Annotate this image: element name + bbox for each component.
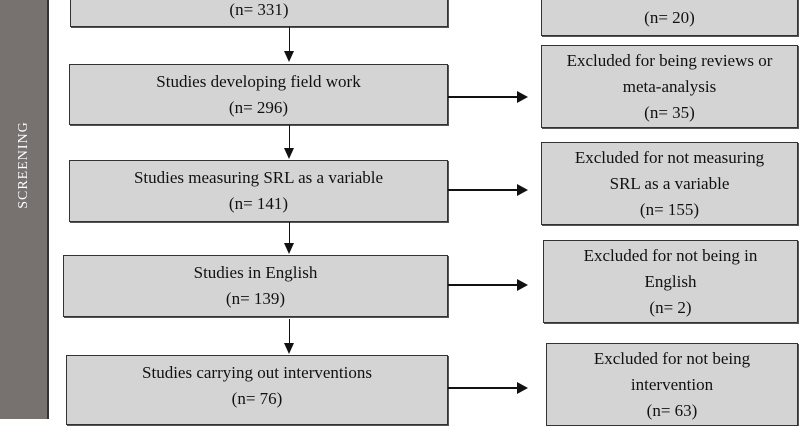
- main-box-title: Studies measuring SRL as a variable: [133, 168, 384, 187]
- main-box-5: Studies carrying out interventions (n= 7…: [66, 355, 448, 425]
- main-box-count: (n= 76): [231, 389, 283, 408]
- arrowhead-icon: [517, 279, 528, 291]
- main-box-4: Studies in English (n= 139): [63, 255, 448, 317]
- main-box-title: Studies in English: [193, 263, 318, 282]
- excluded-count: (n= 155): [639, 199, 700, 219]
- arrowhead-icon: [284, 343, 294, 354]
- excluded-reason: Excluded for not being in: [583, 245, 758, 265]
- excluded-reason: intervention: [630, 375, 714, 394]
- phase-label: SCREENING: [16, 121, 31, 209]
- excluded-box-1: (n= 20): [541, 0, 798, 36]
- excluded-box-4: Excluded for not being in English (n= 2): [543, 240, 798, 323]
- main-box-count: (n= 141): [228, 194, 289, 213]
- excluded-reason: English: [644, 271, 697, 291]
- arrow-right-3: [448, 189, 518, 191]
- excluded-count: (n= 2): [649, 297, 692, 317]
- main-box-title: Studies carrying out interventions: [142, 363, 372, 382]
- arrowhead-icon: [284, 243, 294, 254]
- excluded-count: (n= 20): [644, 8, 695, 27]
- excluded-reason: Excluded for being reviews or: [566, 50, 773, 70]
- main-box-count: (n= 139): [225, 289, 286, 308]
- arrow-down-2: [289, 125, 290, 149]
- arrow-right-4: [448, 284, 518, 286]
- arrowhead-icon: [517, 382, 528, 394]
- excluded-reason: Excluded for not being: [593, 349, 751, 368]
- arrow-right-5: [448, 387, 518, 389]
- main-box-count: (n= 331): [229, 0, 289, 19]
- main-box-count: (n= 296): [228, 97, 289, 117]
- excluded-reason: SRL as a variable: [609, 173, 730, 193]
- arrowhead-icon: [284, 148, 294, 159]
- arrow-right-2: [448, 96, 518, 98]
- arrowhead-icon: [284, 51, 294, 62]
- phase-sidebar: SCREENING: [0, 0, 49, 419]
- arrowhead-icon: [517, 184, 528, 196]
- excluded-count: (n= 63): [646, 401, 698, 420]
- main-box-2: Studies developing field work (n= 296): [69, 64, 448, 125]
- main-box-1: (n= 331): [70, 0, 448, 27]
- excluded-box-3: Excluded for not measuring SRL as a vari…: [541, 142, 798, 225]
- excluded-reason: Excluded for not measuring: [574, 147, 765, 167]
- arrow-down-3: [289, 222, 290, 244]
- excluded-box-2: Excluded for being reviews or meta-analy…: [541, 45, 798, 128]
- excluded-count: (n= 35): [644, 102, 695, 122]
- main-box-title: Studies developing field work: [156, 71, 361, 91]
- arrow-down-4: [289, 319, 290, 344]
- arrow-down-1: [289, 27, 290, 52]
- excluded-reason: meta-analysis: [622, 76, 717, 96]
- main-box-3: Studies measuring SRL as a variable (n= …: [69, 160, 448, 222]
- arrowhead-icon: [517, 91, 528, 103]
- excluded-box-5: Excluded for not being intervention (n= …: [546, 343, 798, 426]
